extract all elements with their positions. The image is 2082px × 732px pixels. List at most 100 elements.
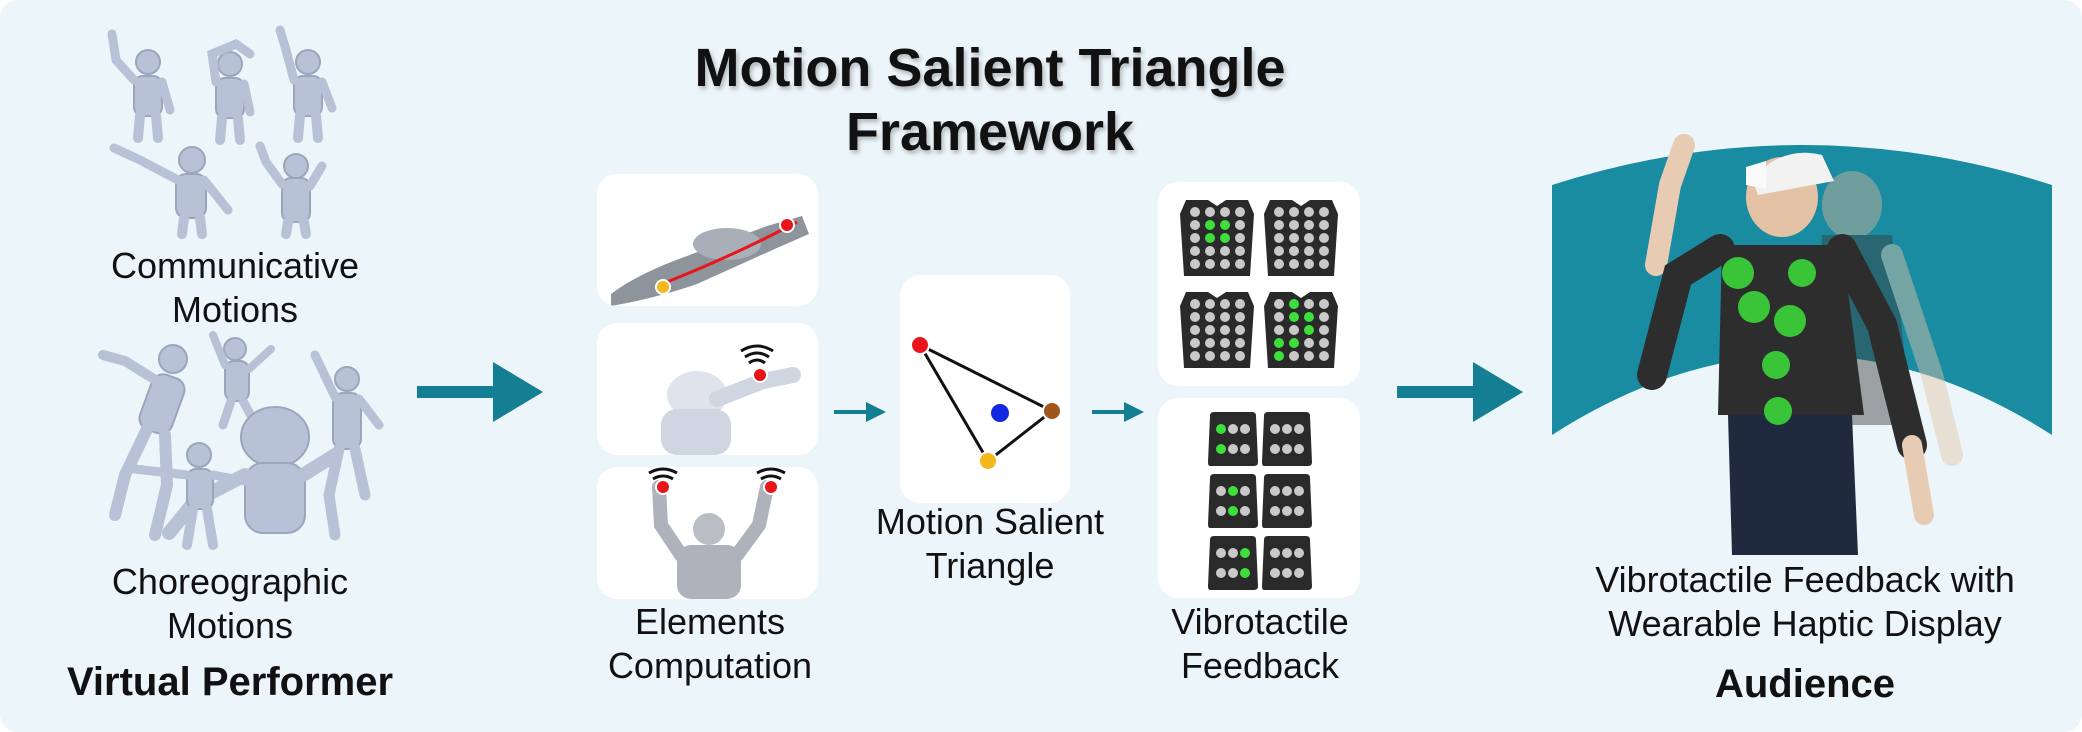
vibration-motor bbox=[1304, 233, 1314, 243]
sleeve-pattern bbox=[1262, 474, 1312, 528]
vertex-red-dot bbox=[752, 367, 768, 383]
vibration-motor bbox=[1235, 299, 1245, 309]
vibration-motor bbox=[1205, 338, 1215, 348]
title-line-2: Framework bbox=[845, 102, 1135, 162]
vibration-motor bbox=[1228, 568, 1238, 578]
vibration-motor bbox=[1274, 246, 1284, 256]
vibration-motor bbox=[1319, 325, 1329, 335]
vibration-motor bbox=[1190, 207, 1200, 217]
elements-computation-label: Elements Computation bbox=[607, 601, 813, 686]
vibration-motor bbox=[1274, 259, 1284, 269]
vibration-motor bbox=[1240, 424, 1250, 434]
vest-pattern bbox=[1264, 200, 1338, 276]
mannequin-figure bbox=[98, 344, 188, 541]
vibration-motor bbox=[1289, 220, 1299, 230]
vibration-motor bbox=[1270, 548, 1280, 558]
mannequin-figure bbox=[255, 141, 327, 239]
vibrotactile-feedback-label: Vibrotactile Feedback bbox=[1171, 601, 1349, 686]
vibration-motor bbox=[1270, 568, 1280, 578]
choreographic-motions-figures bbox=[98, 331, 384, 550]
vest-pattern bbox=[1264, 292, 1338, 368]
vibration-motor bbox=[1205, 299, 1215, 309]
audience-feedback-label: Vibrotactile Feedback with Wearable Hapt… bbox=[1595, 559, 2015, 644]
vibration-motor bbox=[1220, 299, 1230, 309]
vibration-motor bbox=[1282, 506, 1292, 516]
vibration-motor bbox=[1274, 220, 1284, 230]
communicative-motions-label: Communicative Motions bbox=[110, 245, 360, 330]
mannequin-figure bbox=[162, 406, 342, 540]
vibration-motor bbox=[1235, 220, 1245, 230]
vibration-motor bbox=[1235, 351, 1245, 361]
vibration-motor bbox=[1190, 220, 1200, 230]
vibration-motor bbox=[1235, 259, 1245, 269]
vest-pattern bbox=[1180, 292, 1254, 368]
vibration-motor bbox=[1274, 325, 1284, 335]
vibration-motor bbox=[1235, 207, 1245, 217]
vibration-motor bbox=[1240, 506, 1250, 516]
audience-heading: Audience bbox=[1714, 662, 1896, 706]
vibration-motor bbox=[1190, 259, 1200, 269]
vibration-motor bbox=[1228, 548, 1238, 558]
vibration-motor bbox=[1289, 299, 1299, 309]
vibration-motor bbox=[1304, 299, 1314, 309]
vibration-motor bbox=[1190, 338, 1200, 348]
vibration-motor bbox=[1274, 299, 1284, 309]
communicative-motions-figures bbox=[107, 25, 337, 239]
mannequin-figure bbox=[130, 442, 250, 550]
vibration-motor bbox=[1216, 506, 1226, 516]
person-wearing-haptic-vest bbox=[1637, 134, 1934, 555]
vibration-motor bbox=[1220, 233, 1230, 243]
vibration-motor bbox=[1304, 246, 1314, 256]
vibration-motor bbox=[1270, 506, 1280, 516]
centroid-blue-dot bbox=[991, 404, 1009, 422]
sleeve-pattern bbox=[1208, 474, 1258, 528]
vibration-motor bbox=[1289, 246, 1299, 256]
vibration-motor bbox=[1304, 207, 1314, 217]
vertex-red-dot bbox=[655, 479, 671, 495]
vibration-motor bbox=[1190, 325, 1200, 335]
mannequin-figure bbox=[310, 350, 384, 541]
element-card-velocity bbox=[597, 323, 818, 455]
vibration-motor bbox=[1304, 325, 1314, 335]
vibration-motor bbox=[1235, 246, 1245, 256]
vibration-motor bbox=[1289, 338, 1299, 348]
vibration-motor bbox=[1319, 246, 1329, 256]
vibration-motor bbox=[1289, 312, 1299, 322]
vibration-motor bbox=[1205, 233, 1215, 243]
vibration-motor bbox=[1274, 351, 1284, 361]
vibration-motor bbox=[1289, 351, 1299, 361]
vibration-motor bbox=[1274, 207, 1284, 217]
flow-arrow-triangle-to-feedback bbox=[1092, 402, 1144, 422]
vibration-motor bbox=[1294, 486, 1304, 496]
vibration-motor bbox=[1216, 548, 1226, 558]
vibration-motor bbox=[1220, 338, 1230, 348]
vibration-motor bbox=[1289, 207, 1299, 217]
vibration-motor bbox=[1304, 351, 1314, 361]
vibration-motor bbox=[1220, 325, 1230, 335]
vibration-motor bbox=[1294, 548, 1304, 558]
choreographic-motions-label: Choreographic Motions bbox=[111, 561, 349, 646]
vertex-yellow-dot bbox=[978, 451, 998, 471]
vibration-motor bbox=[1319, 259, 1329, 269]
vibration-motor bbox=[1205, 220, 1215, 230]
mannequin-figure bbox=[109, 143, 233, 239]
vibration-motor bbox=[1190, 246, 1200, 256]
vibration-motor bbox=[1274, 338, 1284, 348]
vibration-motor bbox=[1294, 444, 1304, 454]
vibration-motor bbox=[1319, 312, 1329, 322]
vibration-motor bbox=[1294, 424, 1304, 434]
title-line-1: Motion Salient Triangle bbox=[694, 38, 1286, 98]
vibration-motor bbox=[1270, 424, 1280, 434]
vibration-motor bbox=[1282, 424, 1292, 434]
vibration-motor bbox=[1304, 259, 1314, 269]
vibration-motor bbox=[1205, 325, 1215, 335]
diagram-title: Motion Salient Triangle Framework bbox=[560, 36, 1420, 164]
vibration-motor bbox=[1190, 299, 1200, 309]
vibration-motor bbox=[1220, 312, 1230, 322]
vibration-motor bbox=[1235, 325, 1245, 335]
vertex-yellow-dot bbox=[655, 279, 671, 295]
sleeve-patterns-card bbox=[1158, 398, 1360, 598]
vibration-motor bbox=[1282, 444, 1292, 454]
vibration-motor bbox=[1240, 568, 1250, 578]
